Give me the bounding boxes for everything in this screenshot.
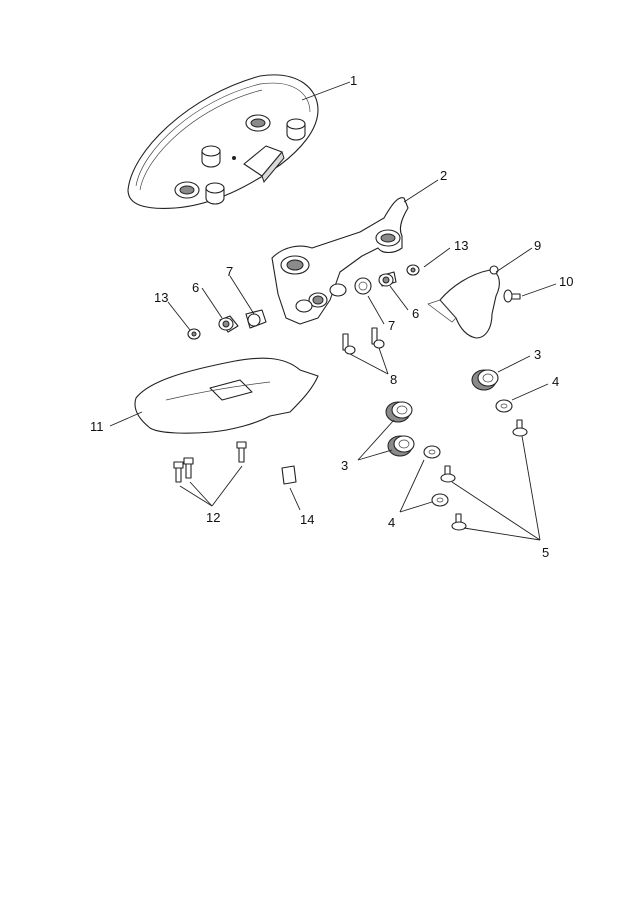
callout-10: 10 <box>559 274 573 289</box>
clip-14-part <box>281 465 297 485</box>
callout-13-left: 13 <box>154 290 168 305</box>
callout-3-right: 3 <box>534 347 541 362</box>
bolt-5c-part <box>451 513 467 531</box>
screws-8-part <box>342 327 385 355</box>
washer-3-part <box>431 493 449 507</box>
lower-cover-part <box>134 357 319 434</box>
callout-8: 8 <box>390 372 397 387</box>
callout-4-left: 4 <box>388 515 395 530</box>
callout-13-right: 13 <box>454 238 468 253</box>
mounting-bracket-part <box>271 197 409 325</box>
rubber-mount-1-part <box>385 401 413 423</box>
callout-3-left: 3 <box>341 458 348 473</box>
callout-7-left: 7 <box>226 264 233 279</box>
callout-12: 12 <box>206 510 220 525</box>
callout-6-left: 6 <box>192 280 199 295</box>
callout-7-right: 7 <box>388 318 395 333</box>
leader-lines <box>109 81 557 541</box>
callout-2: 2 <box>440 168 447 183</box>
screw-left-part <box>187 328 201 340</box>
callout-4-right: 4 <box>552 374 559 389</box>
instrument-cluster-part <box>127 74 319 209</box>
callout-6-right: 6 <box>412 306 419 321</box>
screw-10-part <box>503 289 521 303</box>
cover-part <box>427 265 500 339</box>
rubber-mount-2-part <box>387 435 415 457</box>
spacer-right-part <box>378 271 397 287</box>
bolt-5a-part <box>512 419 528 437</box>
grommet-right-part <box>354 277 372 295</box>
washer-2-part <box>423 445 441 459</box>
rubber-mount-3-part <box>471 369 499 391</box>
bolt-5b-part <box>440 465 456 483</box>
callout-9: 9 <box>534 238 541 253</box>
grommet-left-part <box>245 309 267 329</box>
screw-right-part <box>406 264 420 276</box>
washer-1-part <box>495 399 513 413</box>
callout-14: 14 <box>300 512 314 527</box>
bolts-12-part <box>173 441 247 483</box>
spacer-left-part <box>218 315 239 333</box>
callout-11: 11 <box>90 419 104 434</box>
callout-5: 5 <box>542 545 549 560</box>
callout-1: 1 <box>350 73 357 88</box>
